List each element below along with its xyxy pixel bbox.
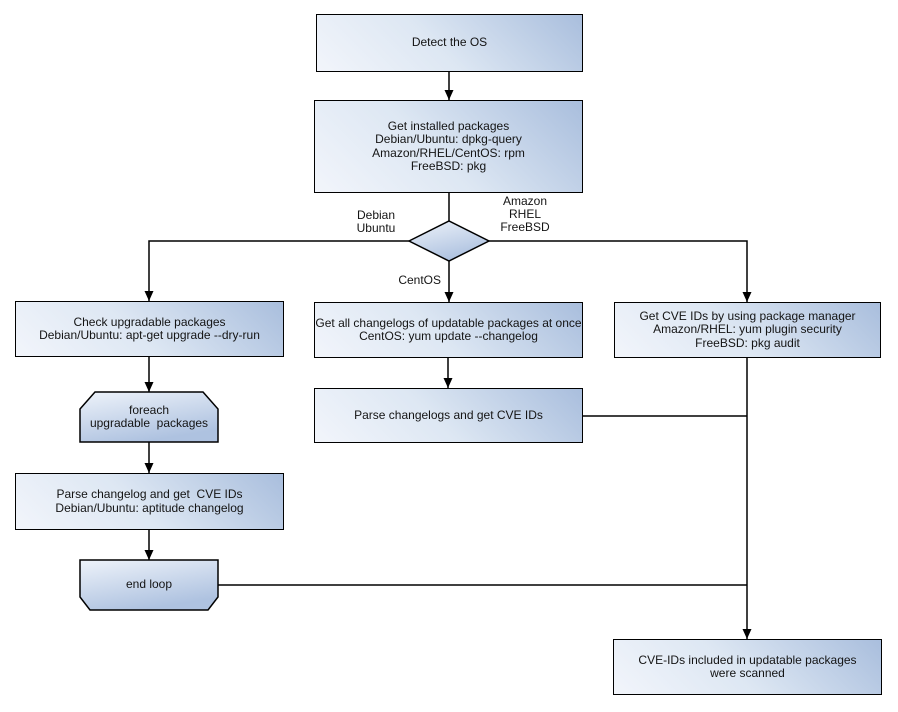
node-get-installed-packages: Get installed packages Debian/Ubuntu: dp… [314, 100, 583, 193]
edge-label-debian-ubuntu: Debian Ubuntu [356, 208, 396, 235]
node-parse-changelog-left: Parse changelog and get CVE IDs Debian/U… [15, 473, 284, 530]
foreach-loop-shape [79, 391, 219, 443]
node-result-scanned: CVE-IDs included in updatable packages w… [613, 639, 882, 695]
node-get-cve-ids-right: Get CVE IDs by using package manager Ama… [614, 302, 881, 358]
os-decision-diamond [407, 220, 491, 262]
node-detect-os: Detect the OS [316, 14, 583, 72]
node-check-upgradable-packages: Check upgradable packages Debian/Ubuntu:… [15, 301, 284, 357]
node-get-all-changelogs: Get all changelogs of updatable packages… [314, 302, 583, 358]
connector-decision-to-check-upgradable [144, 240, 409, 301]
edge-label-amazon-rhel-freebsd: Amazon RHEL FreeBSD [500, 194, 550, 234]
edge-label-centos: CentOS [398, 273, 441, 287]
node-parse-changelogs-mid: Parse changelogs and get CVE IDs [314, 388, 583, 443]
end-loop-shape [79, 559, 219, 611]
connector-decision-to-get-cve-ids [489, 240, 752, 302]
